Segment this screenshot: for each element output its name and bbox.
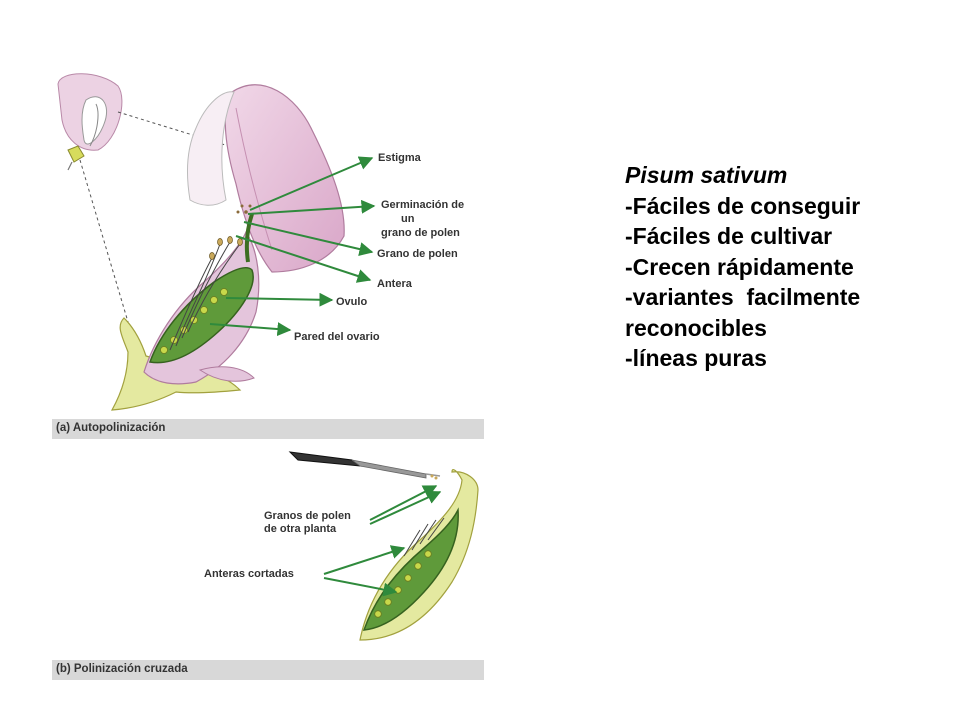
trait-item: -variantes facilmente [625, 284, 861, 310]
stamens [169, 241, 241, 351]
traits-list: Pisum sativum -Fáciles de conseguir -Fác… [625, 160, 945, 374]
tweezers [288, 451, 441, 480]
cut-flower [359, 468, 479, 641]
caption-bar-b [52, 660, 484, 680]
label-anteras-cortadas: Anteras cortadas [204, 568, 294, 580]
traits-items: -Fáciles de conseguir -Fáciles de cultiv… [625, 191, 945, 374]
label-germinacion-1: Germinación de [381, 199, 465, 211]
label-ovulo: Ovulo [336, 296, 368, 308]
flower-section [110, 84, 345, 411]
label-pared-del-ovario: Pared del ovario [294, 331, 380, 343]
label-antera: Antera [377, 278, 412, 290]
trait-item: -Fáciles de conseguir [625, 192, 861, 219]
caption-b: (b) Polinización cruzada [56, 663, 188, 675]
trait-item: -líneas puras [625, 345, 767, 371]
label-grano-de-polen: Grano de polen [377, 248, 458, 260]
label-granos-2: de otra planta [264, 523, 337, 535]
arrows-b [323, 485, 442, 597]
label-granos-1: Granos de polen [264, 510, 351, 522]
zoom-lines [79, 111, 249, 323]
small-flower [57, 73, 123, 171]
caption-bar-a [52, 419, 484, 439]
label-germinacion-2: un [401, 213, 415, 225]
label-germinacion-3: grano de polen [381, 227, 460, 239]
label-estigma: Estigma [378, 152, 421, 164]
caption-a: (a) Autopolinización [56, 422, 166, 434]
trait-item: -Fáciles de cultivar [625, 223, 833, 249]
species-name: Pisum sativum [625, 162, 788, 188]
trait-item: -Crecen rápidamente [625, 253, 854, 280]
trait-item: reconocibles [625, 314, 767, 341]
arrows-a [209, 156, 376, 337]
